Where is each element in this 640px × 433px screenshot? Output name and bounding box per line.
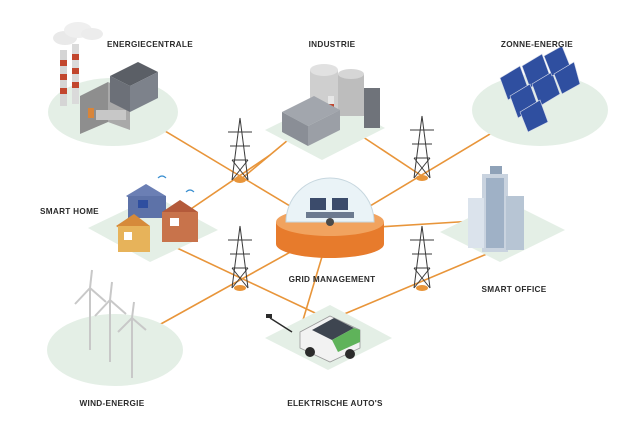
transmission-tower-icon xyxy=(410,225,434,289)
monitor-icon xyxy=(332,198,348,210)
power-plant-icon xyxy=(53,22,158,134)
operator-icon xyxy=(326,218,334,226)
grid-management-dome xyxy=(276,177,384,258)
label-wind: WIND-ENERGIE xyxy=(79,399,144,408)
label-power-plant: ENERGIECENTRALE xyxy=(107,40,193,49)
label-smart-office: SMART OFFICE xyxy=(481,285,546,294)
label-industry: INDUSTRIE xyxy=(309,40,356,49)
label-grid-management: GRID MANAGEMENT xyxy=(289,275,376,284)
electric-car-icon xyxy=(266,314,361,363)
solar-panel-icon xyxy=(499,45,581,133)
smart-home-icon xyxy=(116,175,198,252)
smart-office-icon xyxy=(468,166,524,252)
transmission-tower-icon xyxy=(228,117,252,181)
label-solar: ZONNE-ENERGIE xyxy=(501,40,573,49)
monitor-icon xyxy=(310,198,326,210)
wind-turbine-icon xyxy=(74,269,147,378)
label-electric-cars: ELEKTRISCHE AUTO'S xyxy=(287,399,383,408)
connector-home-car xyxy=(159,239,331,321)
tower-nodes xyxy=(234,175,428,291)
industry-icon xyxy=(282,64,380,146)
transmission-tower-icon xyxy=(410,115,434,179)
transmission-tower-icon xyxy=(228,225,252,289)
label-smart-home: SMART HOME xyxy=(40,207,99,216)
connector-industry-right xyxy=(359,134,426,179)
tile-wind xyxy=(47,314,183,386)
